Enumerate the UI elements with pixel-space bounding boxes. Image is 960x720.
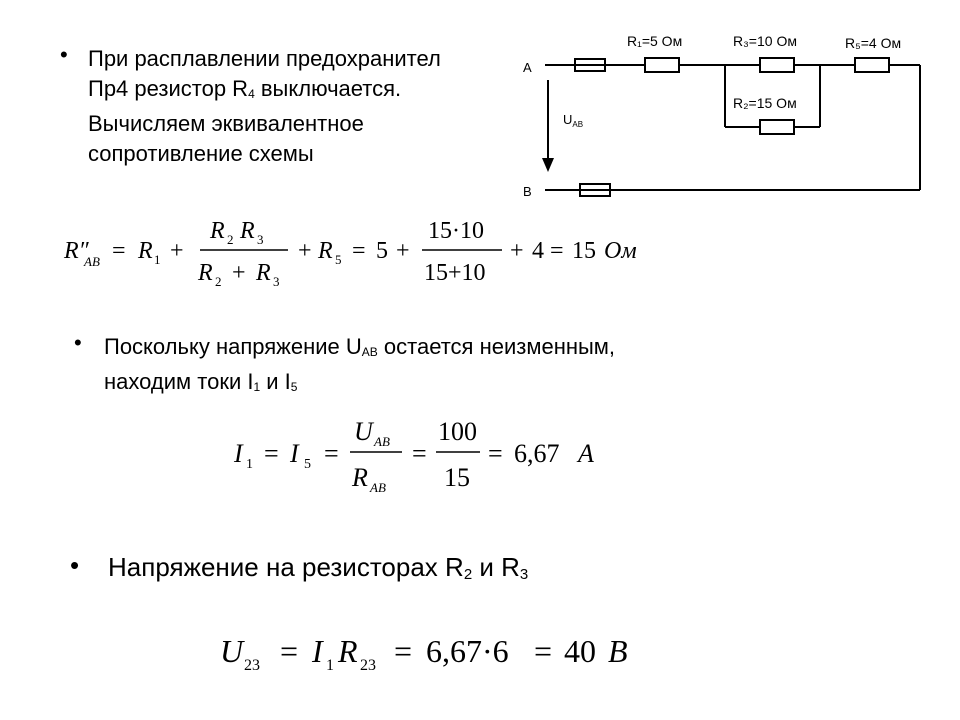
svg-text:100: 100 xyxy=(438,417,477,446)
bullet-1-line-2: Пр4 резистор R4 выключается. xyxy=(88,76,402,101)
bullet-1-text: При расплавлении предохранител Пр4 резис… xyxy=(88,44,528,169)
svg-text:I: I xyxy=(289,439,300,468)
svg-text:=: = xyxy=(534,633,552,669)
bullet-1-line-4: сопротивление схемы xyxy=(88,141,314,166)
svg-text:15: 15 xyxy=(444,463,470,492)
svg-text:4: 4 xyxy=(532,238,544,264)
bullet-3-text: Напряжение на резисторах R2 и R3 xyxy=(108,552,529,583)
bullet-1-line-3: Вычисляем эквивалентное xyxy=(88,111,364,136)
svg-text:1: 1 xyxy=(154,252,161,267)
svg-text:B: B xyxy=(608,633,628,669)
svg-text:23: 23 xyxy=(360,657,376,674)
formula-voltage: U 23 = I 1 R 23 = 6,67·6 = 40 B xyxy=(218,620,658,690)
svg-text:=: = xyxy=(550,238,564,264)
r2-label: R₂=15 Ом xyxy=(733,95,797,111)
svg-text:R: R xyxy=(351,463,368,492)
resistor-r3 xyxy=(759,57,795,73)
bullet-dot: • xyxy=(70,550,80,580)
svg-text:15: 15 xyxy=(572,238,596,264)
svg-text:=: = xyxy=(324,439,339,468)
r5-label: R₅=4 Ом xyxy=(845,35,901,51)
resistor-r5 xyxy=(854,57,890,73)
bullet-2-text: Поскольку напряжение UAB остается неизме… xyxy=(104,332,834,402)
svg-text:U: U xyxy=(354,417,375,446)
circuit-diagram: A B UAB R₁=5 Ом R₃=10 Ом R₅=4 Ом R₂=15 О… xyxy=(523,33,921,199)
resistor-r1 xyxy=(644,57,680,73)
svg-text:A: A xyxy=(576,439,594,468)
svg-text:15+10: 15+10 xyxy=(424,260,486,286)
svg-text:23: 23 xyxy=(244,657,260,674)
formula-equivalent-resistance: R″ AB = R 1 + R 2 R 3 R 2 + R 3 + R 5 xyxy=(62,208,662,298)
node-a-label: A xyxy=(523,60,532,75)
svg-text:+: + xyxy=(232,260,246,286)
svg-text:R: R xyxy=(255,260,271,286)
svg-text:+: + xyxy=(510,238,524,264)
voltage-arrowhead xyxy=(542,158,554,172)
svg-text:5: 5 xyxy=(376,238,388,264)
svg-text:3: 3 xyxy=(257,232,264,247)
u-label: UAB xyxy=(563,112,583,129)
svg-text:2: 2 xyxy=(227,232,234,247)
svg-text:1: 1 xyxy=(326,657,334,674)
svg-text:R: R xyxy=(209,218,225,244)
svg-text:+: + xyxy=(396,238,410,264)
svg-text:=: = xyxy=(488,439,503,468)
svg-text:R″: R″ xyxy=(63,238,90,264)
svg-text:R: R xyxy=(239,218,255,244)
svg-text:R: R xyxy=(337,633,358,669)
resistor-r2 xyxy=(759,119,795,135)
svg-text:40: 40 xyxy=(564,633,596,669)
svg-text:=: = xyxy=(280,633,298,669)
bullet-dot: • xyxy=(60,42,68,67)
svg-text:R: R xyxy=(137,238,153,264)
svg-text:R: R xyxy=(317,238,333,264)
svg-text:AB: AB xyxy=(83,254,100,269)
svg-text:U: U xyxy=(220,633,245,669)
svg-text:2: 2 xyxy=(215,274,222,289)
svg-text:6,67·6: 6,67·6 xyxy=(426,633,509,669)
bullet-1-line-1: При расплавлении предохранител xyxy=(88,46,441,71)
svg-text:3: 3 xyxy=(273,274,280,289)
bullet-dot: • xyxy=(74,330,82,355)
r1-label: R₁=5 Ом xyxy=(627,33,682,49)
svg-text:6,67: 6,67 xyxy=(514,439,560,468)
svg-text:AB: AB xyxy=(373,434,390,449)
svg-text:AB: AB xyxy=(369,480,386,495)
svg-text:R: R xyxy=(197,260,213,286)
r3-label: R₃=10 Ом xyxy=(733,33,797,49)
svg-text:5: 5 xyxy=(304,457,311,472)
bullet-2-line-1: Поскольку напряжение UAB остается неизме… xyxy=(104,334,616,359)
svg-text:+: + xyxy=(298,238,312,264)
formula-current: I 1 I = I 5 = U AB R AB = 100 15 = 6,67 … xyxy=(232,412,612,502)
svg-text:=: = xyxy=(264,439,279,468)
svg-text:=: = xyxy=(394,633,412,669)
svg-text:I: I xyxy=(311,633,324,669)
svg-text:1: 1 xyxy=(246,457,253,472)
node-b-label: B xyxy=(523,184,532,199)
svg-text:=: = xyxy=(352,238,366,264)
svg-text:I: I xyxy=(233,439,244,468)
bullet-2-line-2: находим токи I1 и I5 xyxy=(104,369,298,394)
svg-text:+: + xyxy=(170,238,184,264)
svg-text:=: = xyxy=(412,439,427,468)
svg-text:=: = xyxy=(112,238,126,264)
svg-text:5: 5 xyxy=(335,252,342,267)
svg-text:15·10: 15·10 xyxy=(428,218,484,244)
svg-text:Ом: Ом xyxy=(604,238,637,264)
